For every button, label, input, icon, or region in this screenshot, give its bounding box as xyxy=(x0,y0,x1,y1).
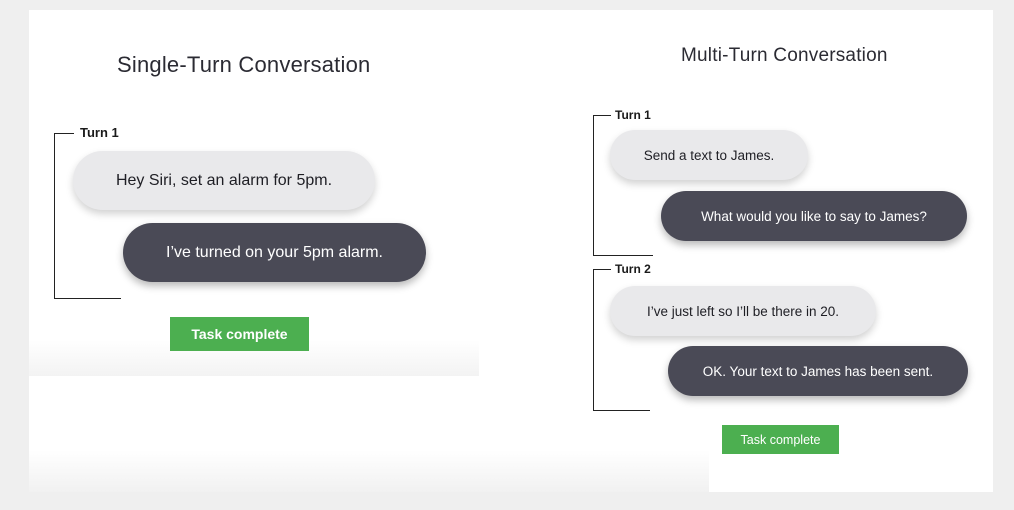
multi-turn1-bracket-top xyxy=(593,115,611,116)
multi-turn2-bracket-top xyxy=(593,269,611,270)
multi-turn-title: Multi-Turn Conversation xyxy=(681,45,888,66)
single-assistant-bubble: I’ve turned on your 5pm alarm. xyxy=(123,223,426,282)
diagram-panel: Single-Turn Conversation Turn 1 Hey Siri… xyxy=(29,10,993,492)
multi-turn1-bracket-bottom xyxy=(593,255,653,256)
single-turn1-bracket-top xyxy=(54,133,74,134)
bottom-shade xyxy=(29,450,709,492)
multi-turn2-bracket xyxy=(593,270,650,411)
multi-turn1-label: Turn 1 xyxy=(615,108,651,122)
multi-task-complete-button[interactable]: Task complete xyxy=(722,425,839,454)
multi-turn2-label: Turn 2 xyxy=(615,262,651,276)
multi-turn1-user-bubble: Send a text to James. xyxy=(610,130,808,180)
multi-turn2-user-bubble: I’ve just left so I’ll be there in 20. xyxy=(610,286,876,336)
single-task-complete-button[interactable]: Task complete xyxy=(170,317,309,351)
single-turn1-bracket xyxy=(54,134,121,299)
multi-turn1-assistant-bubble: What would you like to say to James? xyxy=(661,191,967,241)
multi-turn2-assistant-bubble: OK. Your text to James has been sent. xyxy=(668,346,968,396)
single-user-bubble: Hey Siri, set an alarm for 5pm. xyxy=(73,151,375,210)
multi-turn1-bracket xyxy=(593,116,654,256)
single-turn1-label: Turn 1 xyxy=(80,125,119,140)
single-turn-title: Single-Turn Conversation xyxy=(117,52,371,77)
